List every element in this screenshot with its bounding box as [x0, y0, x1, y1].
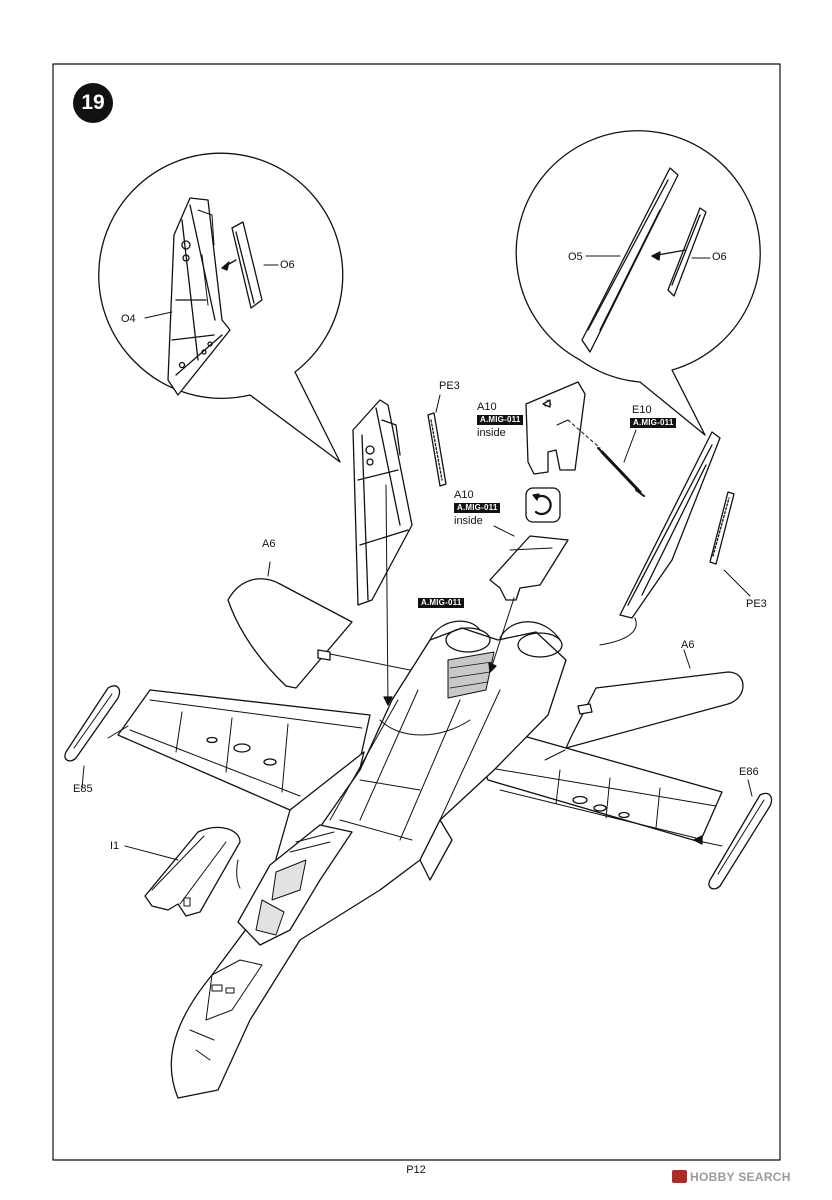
watermark: HOBBY SEARCH	[672, 1170, 791, 1184]
label-o4: O4	[121, 313, 136, 325]
label-o6-left: O6	[280, 259, 295, 271]
paint-tag-a10-lower: A.MIG-011	[454, 503, 501, 513]
label-e10: E10	[632, 404, 652, 416]
detail-bubble-left	[98, 152, 344, 463]
label-e86: E86	[739, 766, 759, 778]
wingtip-rail-e86	[708, 792, 773, 890]
label-pe3-right: PE3	[746, 598, 767, 610]
label-a10-lower: A10	[454, 489, 474, 501]
pe3-strip-right	[709, 491, 735, 565]
strut-e10	[600, 450, 642, 494]
label-pe3-left: PE3	[439, 380, 460, 392]
detail-bubble-right	[515, 130, 761, 436]
label-a10-upper-note: inside	[477, 427, 506, 439]
paint-tag-e10: A.MIG-011	[630, 418, 677, 428]
label-a6-right: A6	[681, 639, 695, 651]
stabilator-a6-right	[565, 671, 744, 749]
wingtip-rail-e85	[64, 685, 121, 762]
rotate-view-icon	[525, 487, 561, 523]
watermark-logo-icon	[672, 1170, 687, 1183]
label-o6-right: O6	[712, 251, 727, 263]
watermark-text: HOBBY SEARCH	[690, 1170, 791, 1184]
aircraft-body	[117, 484, 723, 1099]
label-a10-lower-note: inside	[454, 515, 483, 527]
page-number: P12	[406, 1164, 426, 1176]
flap-right	[619, 431, 721, 619]
label-i1: I1	[110, 840, 120, 852]
stabilator-a6-left	[227, 578, 353, 689]
paint-tag-a10-upper: A.MIG-011	[477, 415, 524, 425]
page-frame	[52, 63, 781, 1161]
label-e85: E85	[73, 783, 93, 795]
step-number-badge: 19	[73, 83, 113, 123]
label-a10-upper: A10	[477, 401, 497, 413]
paint-tag-engine-bay: A.MIG-011	[418, 598, 465, 608]
door-a10-lower	[489, 535, 569, 601]
label-o5: O5	[568, 251, 583, 263]
label-a6-left: A6	[262, 538, 276, 550]
flap-left	[352, 399, 413, 606]
canopy-part-i1	[144, 826, 241, 917]
door-a10-upper	[525, 381, 586, 475]
